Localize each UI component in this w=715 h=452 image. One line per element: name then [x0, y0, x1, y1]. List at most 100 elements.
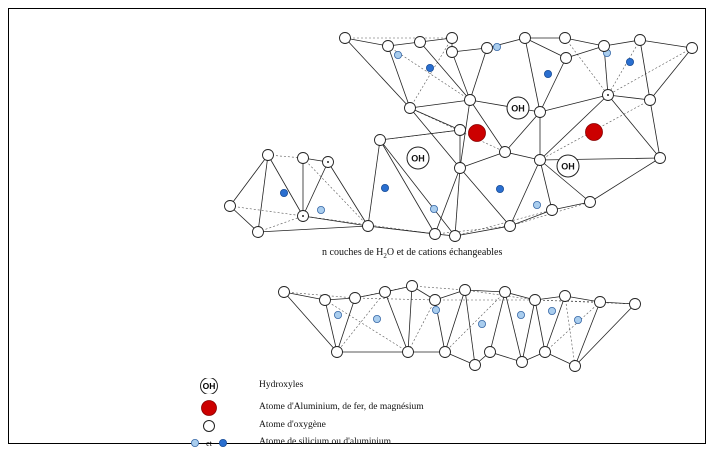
- hydroxyl-label: OH: [561, 162, 575, 172]
- structure-edge: [327, 161, 369, 227]
- structure-edge: [504, 111, 541, 153]
- hydroxyl-circle: [556, 154, 580, 178]
- silicon-atom: [477, 319, 486, 328]
- oxygen-atom: [529, 294, 541, 306]
- oxygen-atom: [559, 290, 571, 302]
- oxygen-atom: [362, 220, 374, 232]
- structure-edge: [379, 129, 461, 141]
- oxygen-atom: [459, 284, 471, 296]
- structure-edge: [367, 225, 436, 235]
- legend-label-oxygen: Atome d'oxygène: [259, 420, 326, 430]
- structure-edge: [384, 291, 409, 353]
- structure-edge: [524, 37, 567, 59]
- structure-edge: [544, 295, 566, 353]
- oxygen-atom: [686, 42, 698, 54]
- oxygen-atom: [224, 200, 236, 212]
- structure-edges: [229, 37, 693, 367]
- hidden-edge: [229, 205, 304, 217]
- structure-edge: [504, 291, 523, 363]
- structure-edge: [283, 291, 338, 353]
- structure-edge: [283, 291, 326, 301]
- structure-edge: [454, 225, 511, 237]
- oxygen-atom: [644, 94, 656, 106]
- oxygen-atom: [252, 226, 264, 238]
- oxygen-atom: [402, 346, 414, 358]
- oxygen-atom: [339, 32, 351, 44]
- structure-edge: [539, 57, 567, 113]
- hidden-edge: [283, 291, 356, 299]
- legend: OH Hydroxyles Atome d'Aluminium, de fer,…: [190, 374, 490, 452]
- silicon-atom: [372, 314, 381, 323]
- oxygen-atom: [594, 296, 606, 308]
- oxygen-atom: [404, 102, 416, 114]
- silicon-atom: [626, 58, 635, 67]
- silicon-atom: [574, 315, 583, 324]
- interlayer-caption: n couches de H2O et de cations échangeab…: [322, 247, 503, 260]
- silicon-atom: [533, 200, 542, 209]
- structure-edge: [344, 37, 411, 109]
- legend-label-metal: Atome d'Aluminium, de fer, de magnésium: [259, 402, 424, 412]
- hidden-edge: [534, 299, 636, 305]
- hidden-edge: [409, 37, 453, 109]
- oxygen-center-dot: [302, 215, 304, 217]
- oxygen-atom: [454, 124, 466, 136]
- structure-edge: [504, 151, 541, 161]
- structure-edge: [409, 107, 461, 169]
- structure-edge: [444, 289, 466, 353]
- structure-edge: [469, 99, 541, 113]
- structure-edge: [489, 291, 506, 353]
- oxygen-atom: [331, 346, 343, 358]
- metal-atom-icon: [201, 400, 217, 416]
- structure-edge: [565, 45, 605, 59]
- structure-edge: [344, 37, 389, 47]
- oxygen-atom: [584, 196, 596, 208]
- hydroxyl-circle: [406, 146, 430, 170]
- structure-edge: [302, 215, 369, 227]
- structure-edge: [607, 94, 651, 101]
- silicon-atom: [495, 184, 504, 193]
- hydroxyl-circle: [506, 96, 530, 120]
- oxygen-atom: [654, 152, 666, 164]
- oxygen-atom: [534, 154, 546, 166]
- oxygen-atom: [499, 286, 511, 298]
- structure-edge: [267, 154, 304, 217]
- oxygen-center-dot: [607, 94, 609, 96]
- silicon-atom: [431, 305, 440, 314]
- oxygen-atom: [446, 46, 458, 58]
- oxygen-atom: [414, 36, 426, 48]
- oxygen-atom-icon: [203, 420, 215, 432]
- oxygen-atom: [634, 34, 646, 46]
- hidden-edge: [354, 297, 436, 301]
- structure-edge: [229, 154, 269, 207]
- structure-edge: [379, 139, 456, 237]
- structure-edge: [539, 94, 609, 113]
- hidden-edge: [434, 225, 511, 235]
- structure-edge: [469, 47, 488, 101]
- hidden-edge: [302, 157, 369, 227]
- silicon-atom: [380, 183, 389, 192]
- hydroxyl-label: OH: [411, 154, 425, 164]
- oxygen-atom: [534, 106, 546, 118]
- structure-edge: [387, 45, 411, 109]
- structure-edge: [649, 99, 661, 159]
- legend-label-silicon: Atome de silicium ou d'aluminium: [259, 437, 392, 447]
- structure-edge: [639, 39, 693, 49]
- oxygen-atom: [560, 52, 572, 64]
- cation-atoms: [279, 43, 635, 328]
- structure-edge: [603, 39, 641, 47]
- oxygen-atom: [484, 346, 496, 358]
- structure-edge: [464, 289, 476, 366]
- oxygen-atom: [297, 152, 309, 164]
- oxygen-atom: [469, 359, 481, 371]
- oxygen-atom: [429, 294, 441, 306]
- oxygen-atom: [598, 40, 610, 52]
- oxygen-atom: [464, 94, 476, 106]
- hidden-edge: [454, 209, 553, 237]
- hidden-edge: [607, 39, 641, 96]
- hydroxyl-symbol-text: OH: [203, 381, 216, 391]
- structure-edge: [589, 157, 661, 203]
- structure-edge: [539, 159, 553, 211]
- hidden-edge: [411, 285, 466, 291]
- structure-edge: [524, 37, 541, 113]
- silicon-atom: [279, 188, 288, 197]
